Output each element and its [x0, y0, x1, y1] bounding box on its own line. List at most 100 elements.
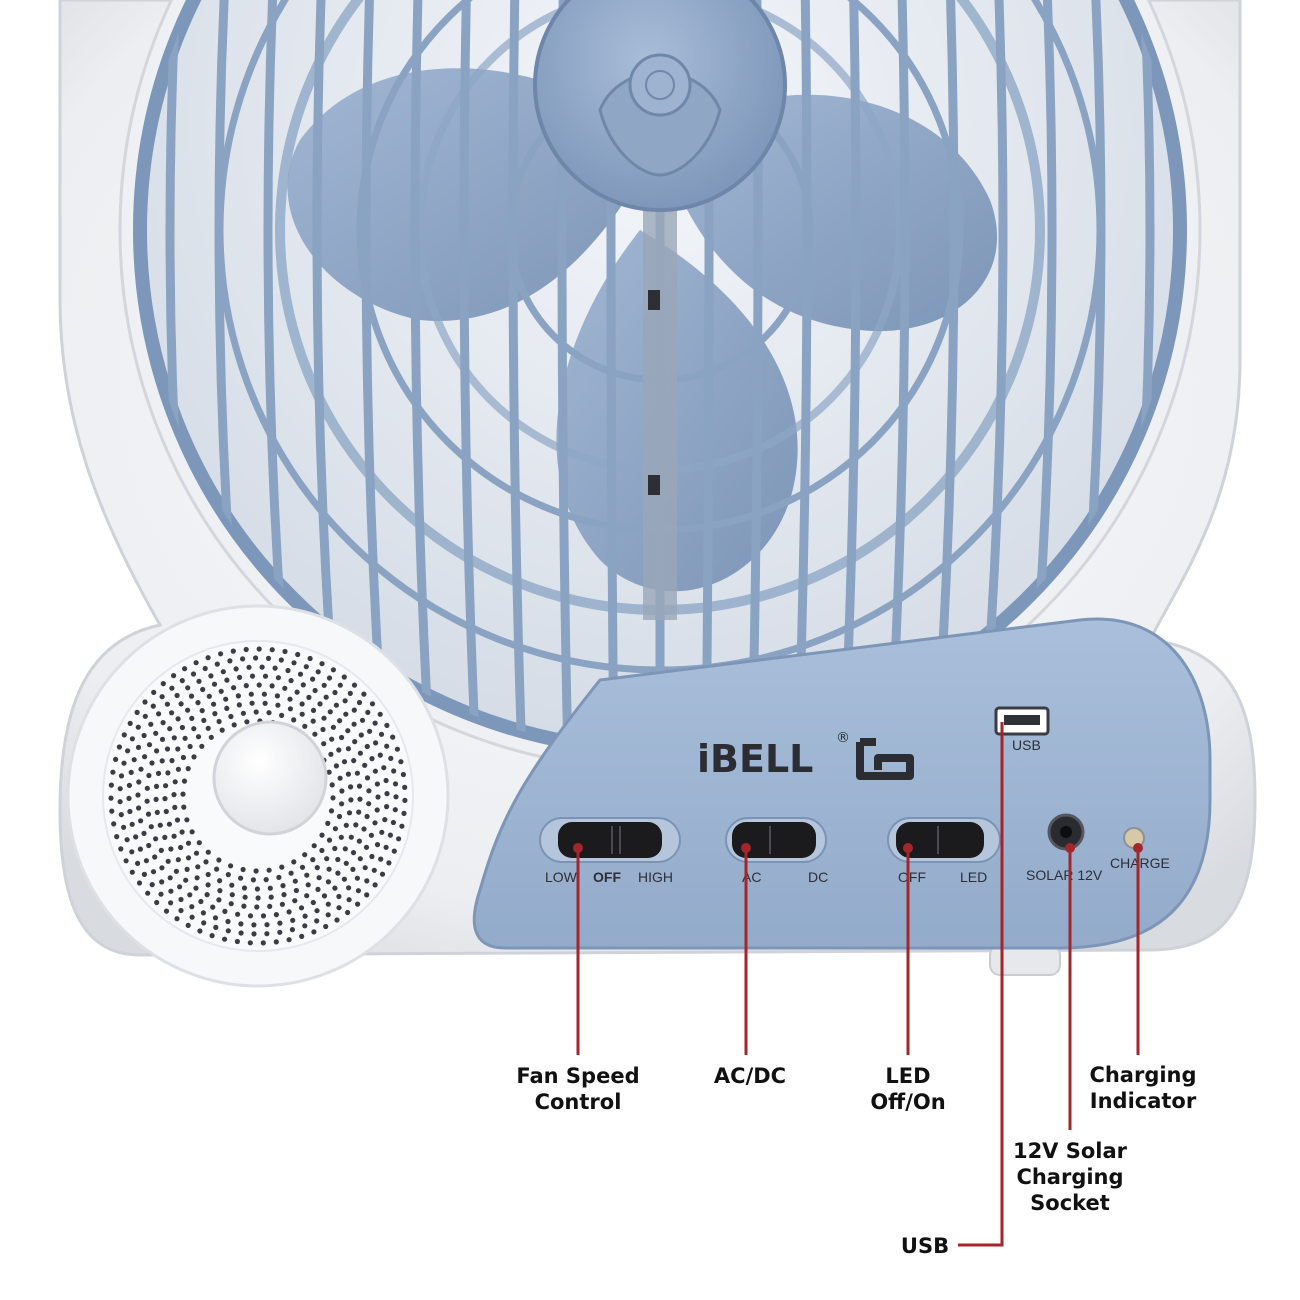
speaker-hole — [135, 860, 141, 867]
fan-speed-switch[interactable] — [539, 817, 681, 863]
speaker-hole — [336, 747, 342, 753]
speaker-hole — [268, 894, 274, 900]
dc-socket-icon[interactable] — [1047, 813, 1085, 851]
speaker-hole — [338, 834, 344, 840]
speaker-hole — [383, 777, 389, 784]
speaker-hole — [114, 834, 120, 840]
speaker-hole — [312, 731, 318, 737]
speaker-hole — [203, 859, 209, 865]
speaker-hole — [243, 683, 249, 689]
speaker-hole — [391, 848, 397, 854]
speaker-hole — [208, 673, 214, 679]
speaker-hole — [356, 838, 362, 844]
speaker-hole — [261, 691, 267, 697]
svg-text:®: ® — [836, 730, 850, 746]
speaker-hole — [153, 836, 159, 842]
speaker-hole — [336, 893, 342, 900]
speaker-hole — [211, 681, 218, 687]
speaker-hole — [175, 716, 181, 722]
speaker-hole — [350, 850, 357, 856]
speaker-hole — [364, 892, 370, 898]
speaker-hole — [392, 781, 399, 787]
speaker-hole — [180, 754, 186, 761]
speaker-hole — [358, 732, 364, 738]
speaker-hole — [281, 892, 287, 898]
speaker-hole — [330, 724, 336, 730]
speaker-hole — [142, 713, 148, 719]
speaker-hole — [225, 928, 231, 934]
speaker-hole — [379, 871, 386, 877]
speaker-hole — [133, 834, 139, 840]
speaker-hole — [135, 724, 141, 730]
speaker-hole — [158, 847, 164, 854]
speaker-hole — [355, 888, 361, 894]
speaker-hole — [249, 700, 255, 706]
speed-low-label: LOW — [545, 869, 578, 885]
speaker-hole — [339, 788, 345, 794]
speaker-hole — [275, 675, 281, 681]
speaker-hole — [275, 702, 281, 708]
speaker-hole — [118, 812, 124, 818]
speaker-hole — [384, 722, 390, 729]
led-switch[interactable] — [887, 817, 1001, 863]
speaker-hole — [117, 786, 123, 792]
svg-text:iBELL: iBELL — [697, 737, 813, 781]
speaker-hole — [323, 694, 329, 700]
speaker-hole — [173, 868, 179, 874]
speaker-hole — [127, 720, 133, 727]
callout-charging-indicator: Charging Indicator — [1089, 1063, 1197, 1113]
speaker-hole — [343, 822, 349, 828]
speaker-hole — [336, 813, 343, 820]
speaker-hole — [361, 691, 367, 697]
speaker-hole — [125, 748, 131, 754]
speaker-hole — [299, 701, 305, 707]
speaker-hole — [295, 651, 301, 658]
speaker-hole — [171, 833, 177, 839]
speaker-hole — [247, 940, 253, 946]
speaker-hole — [321, 682, 327, 688]
speaker-hole — [364, 878, 370, 884]
speaker-hole — [195, 700, 201, 706]
speaker-hole — [129, 849, 135, 855]
speaker-hole — [137, 846, 143, 852]
speaker-hole — [372, 820, 378, 826]
speaker-hole — [154, 748, 160, 754]
speaker-hole — [160, 720, 166, 726]
speaker-hole — [276, 874, 282, 881]
speaker-hole — [159, 758, 165, 764]
usb-port-icon[interactable] — [994, 706, 1050, 736]
speaker-hole — [289, 927, 295, 933]
speaker-hole — [334, 917, 340, 923]
speaker-hole — [325, 901, 331, 907]
speaker-hole — [171, 792, 177, 798]
speaker-hole — [181, 804, 187, 810]
speaker-hole — [372, 720, 378, 726]
volume-knob[interactable] — [212, 720, 328, 836]
speaker-hole — [355, 901, 361, 907]
speaker-hole — [369, 853, 375, 860]
speaker-hole — [224, 705, 230, 712]
speaker-hole — [267, 903, 273, 910]
speaker-hole — [187, 892, 193, 898]
speaker-hole — [282, 648, 288, 655]
speaker-hole — [314, 918, 320, 924]
speaker-hole — [298, 905, 305, 911]
speaker-hole — [233, 666, 239, 672]
speaker-hole — [312, 687, 318, 694]
speaker-hole — [260, 913, 267, 919]
speaker-hole — [198, 898, 204, 905]
speaker-hole — [153, 796, 159, 803]
speaker-hole — [273, 912, 279, 918]
speaker-hole — [324, 856, 330, 862]
speaker-hole — [321, 715, 327, 721]
speaker-hole — [256, 682, 262, 688]
speaker-hole — [209, 933, 215, 939]
speaker-hole — [377, 752, 383, 758]
ac-dc-switch[interactable] — [725, 817, 827, 863]
speaker-hole — [201, 920, 207, 926]
speaker-hole — [299, 933, 305, 940]
speed-off-label: OFF — [593, 869, 621, 885]
speaker-hole — [163, 808, 169, 815]
speaker-hole — [339, 801, 345, 807]
